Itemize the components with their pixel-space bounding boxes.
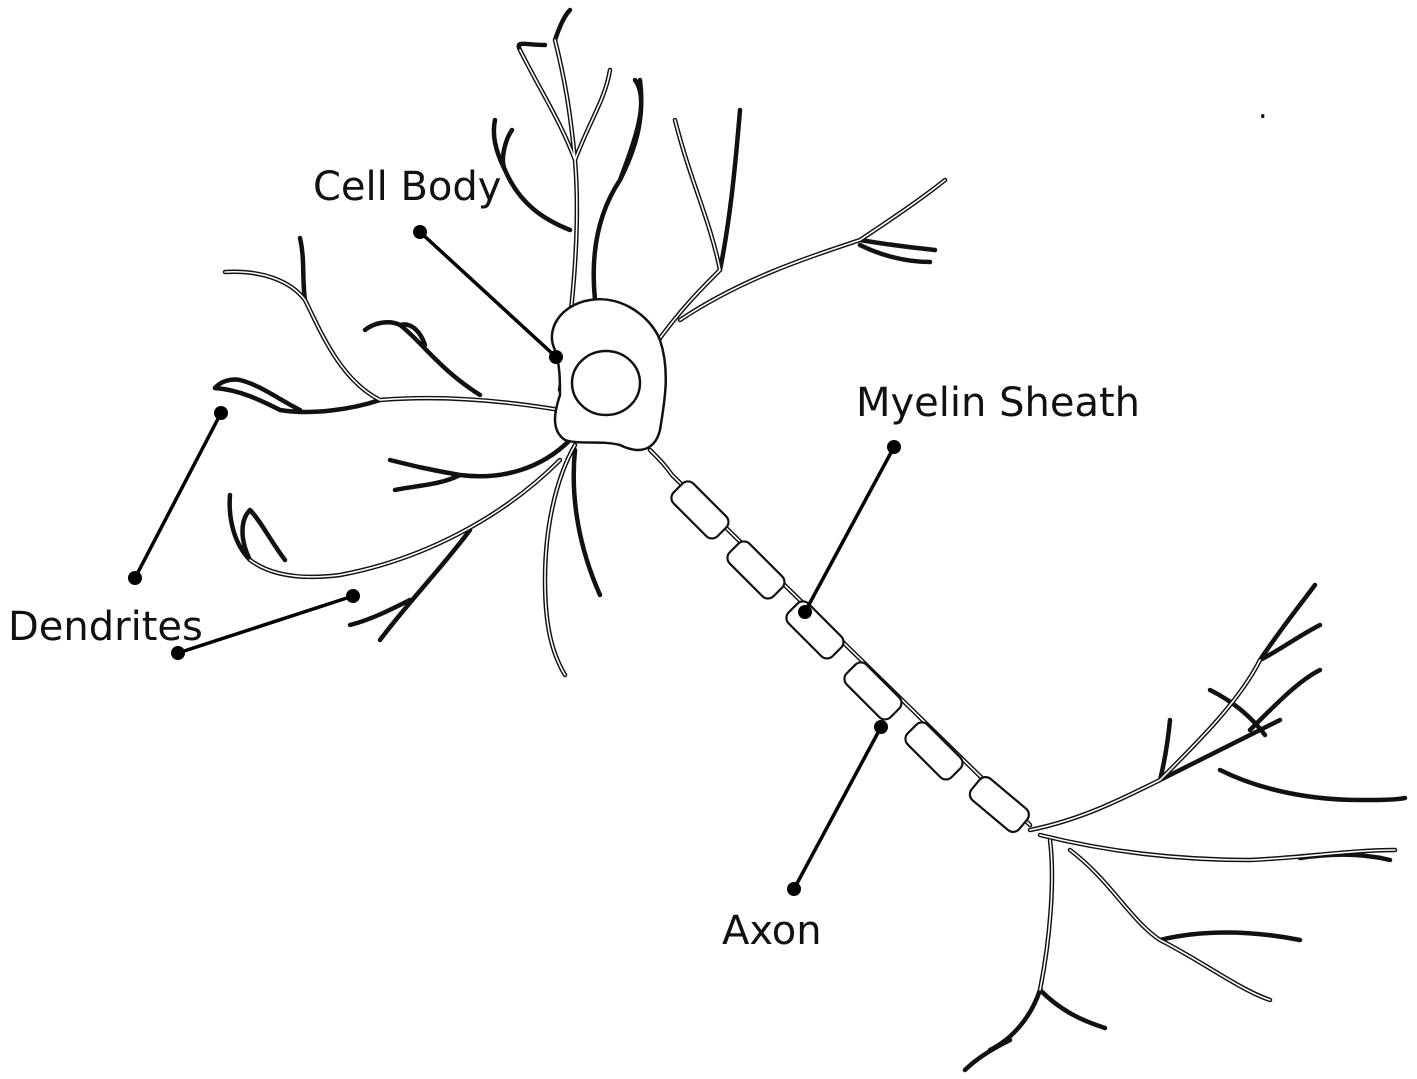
myelin-segment [668,478,732,542]
label-dendrites: Dendrites [8,604,203,650]
terminal-branches-inner [1030,660,1395,1000]
dendrite-left-upper [215,238,560,412]
axon [650,450,1032,835]
dendrite-upper-right-inner [655,120,945,345]
dendrite-left-mid [365,322,480,395]
cell-body-leader-dot [549,350,563,364]
dendrites-leader-upper [135,413,221,578]
labels: Cell Body Myelin Sheath Dendrites Axon . [8,91,1268,954]
dendrite-upper-right-b [680,180,945,320]
dendrites-leader-dot [128,571,142,585]
dendrites-leader-dot [214,406,228,420]
nucleus [572,351,640,415]
myelin-sheath-leader-dot [798,605,812,619]
myelin-segment [967,774,1032,835]
dendrite-bottom [545,445,600,675]
stray-mark: . [1258,91,1268,126]
cell-body-leader-dot [413,225,427,239]
label-leaders [128,225,901,896]
myelin-sheath-leader-dot [887,440,901,454]
myelin-sheath-leader [805,447,894,612]
terminal-branches-lower [965,835,1395,1070]
terminal-branches-right [1030,585,1405,830]
cell-body-leader [420,232,556,357]
dendrite-top-mid [594,80,642,300]
dendrite-top-left [494,120,570,230]
label-cell-body: Cell Body [313,164,501,210]
dendrites-leader-lower [178,596,353,653]
label-axon: Axon [722,908,822,954]
dendrite-left-lower [390,440,570,490]
axon-leader [794,727,881,889]
dendrite-left-bottom [230,460,560,640]
dendrite-left-upper-tuft [215,379,300,410]
axon-leader-dot [787,882,801,896]
axon-terminals [965,585,1405,1070]
dendrites-leader-dot [346,589,360,603]
dendrite-left-inner [225,272,560,577]
axon-leader-dot [874,720,888,734]
label-myelin-sheath: Myelin Sheath [856,380,1140,426]
myelin-segment [783,598,847,662]
myelin-segment [724,538,788,602]
